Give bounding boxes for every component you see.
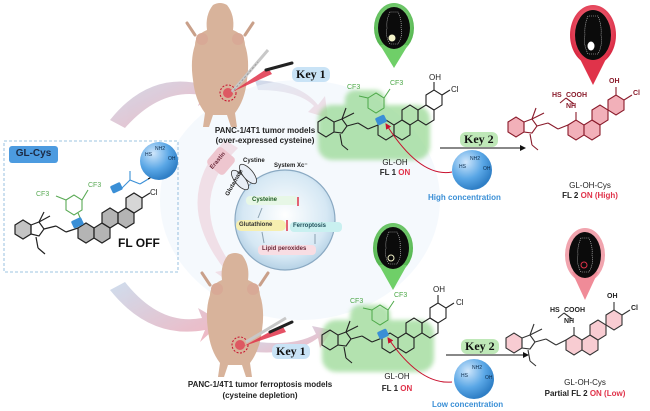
attack-arrow-top: [385, 123, 453, 174]
ferroptosis-label: Ferroptosis: [293, 223, 327, 229]
prod-high-oh: OH: [609, 78, 620, 85]
prod-high-cl: Cl: [633, 90, 640, 97]
pin-marker-red-top: [570, 5, 616, 85]
int-top-cl: Cl: [451, 85, 459, 94]
prod-low-nh: NH: [564, 318, 575, 325]
mouse-top-illustration: [185, 3, 255, 127]
int-top-fl: FL 1 ON: [370, 168, 420, 177]
syringe-bottom: [244, 316, 294, 346]
high-oh: OH: [483, 166, 491, 172]
arrow-probe-to-bottom: [110, 282, 222, 342]
glutathione-label: Glutathione: [239, 222, 273, 228]
prod-high-fl: FL 2 ON (High): [535, 191, 645, 200]
key-2-top-label: Key 2: [460, 132, 498, 147]
mouse-bottom-illustration: [200, 253, 270, 377]
int-bottom-cf3-right: CF3: [394, 292, 408, 299]
int-top-cf3-right: CF3: [390, 80, 404, 87]
probe-cysteine-ball: [140, 142, 178, 180]
lipid-peroxides-label: Lipid peroxides: [262, 246, 307, 252]
intermediate-bottom-molecule: [321, 295, 455, 372]
prod-high-hs: HS: [552, 92, 562, 99]
low-oh: OH: [485, 375, 493, 381]
int-top-fl-state: ON: [398, 168, 411, 177]
prod-high-nh: NH: [566, 103, 577, 110]
prod-low-fl-prefix: Partial FL 2: [544, 389, 588, 398]
probe-cl-label: Cl: [150, 188, 158, 197]
int-bottom-name: GL-OH: [384, 372, 410, 381]
int-bottom-fl-state: ON: [400, 384, 413, 393]
low-nh2: NH2: [472, 365, 483, 371]
key-2-bottom-label: Key 2: [461, 339, 499, 354]
pin-marker-green-bottom: [373, 223, 413, 290]
cysteine-ball-high: [452, 150, 492, 190]
probe-name-badge: [9, 146, 58, 163]
model-top-title: PANC-1/4T1 tumor models: [214, 126, 316, 135]
probe-cf3-left: CF3: [36, 191, 50, 198]
ferroptosis-cell: [207, 147, 342, 271]
probe-oh-label: OH: [168, 156, 176, 162]
probe-nh2-label: NH2: [155, 146, 166, 152]
int-top-fl-prefix: FL 1: [379, 168, 397, 177]
prod-high-name: GL-OH-Cys: [569, 181, 611, 190]
key-1-bottom-label: Key 1: [272, 344, 310, 359]
int-top-name: GL-OH: [382, 158, 408, 167]
pin-marker-red-bottom: [565, 228, 605, 300]
prod-low-hs: HS: [550, 307, 560, 314]
prod-low-oh: OH: [607, 293, 618, 300]
high-nh2: NH2: [470, 156, 481, 162]
int-bottom-cf3-left: CF3: [350, 298, 364, 305]
product-high-molecule: [507, 87, 633, 151]
prod-low-fl: Partial FL 2 ON (Low): [520, 389, 650, 398]
high-concentration-label: High concentration: [428, 193, 501, 202]
attack-arrow-bottom: [387, 337, 453, 383]
prod-high-fl-prefix: FL 2: [562, 191, 579, 200]
probe-cf3-aryl: [55, 189, 89, 223]
prod-low-cl: Cl: [631, 305, 638, 312]
int-bottom-oh: OH: [433, 285, 445, 294]
syringe-top: [230, 49, 294, 93]
prod-high-fl-state: ON (High): [580, 191, 618, 200]
probe-state-label: FL OFF: [118, 236, 160, 250]
int-bottom-fl: FL 1 ON: [372, 384, 422, 393]
probe-molecule: [14, 192, 151, 255]
model-bottom-title: PANC-1/4T1 tumor ferroptosis models: [187, 380, 333, 389]
low-concentration-label: Low concentration: [432, 400, 504, 409]
high-hs: HS: [459, 164, 466, 170]
low-hs: HS: [461, 373, 468, 379]
product-low-molecule: [505, 302, 631, 367]
probe-box: [3, 140, 179, 273]
probe-name-label: GL-Cys: [15, 148, 52, 159]
pin-marker-green-top: [374, 3, 414, 68]
cysteine-ball-low: [454, 359, 494, 399]
probe-hs-label: HS: [145, 152, 152, 158]
prod-low-cooh: COOH: [564, 307, 585, 314]
int-top-cf3-left: CF3: [347, 84, 361, 91]
prod-high-cooh: COOH: [566, 92, 587, 99]
prod-low-name: GL-OH-Cys: [564, 378, 606, 387]
key-1-top-label: Key 1: [292, 67, 330, 82]
probe-cf3-right: CF3: [88, 182, 102, 189]
probe-lock-tags: [71, 182, 123, 229]
transporter-icon: [230, 163, 258, 191]
system-xc-label: System Xc⁻: [274, 163, 308, 169]
int-top-oh: OH: [429, 73, 441, 82]
cystine-label: Cystine: [243, 158, 265, 164]
model-bottom-subtitle: (cysteine depletion): [222, 391, 298, 400]
cysteine-label: Cysteine: [252, 197, 278, 203]
model-top-subtitle: (over-expressed cysteine): [215, 136, 315, 145]
prod-low-fl-state: ON (Low): [589, 389, 626, 398]
int-bottom-cl: Cl: [456, 298, 464, 307]
int-bottom-fl-prefix: FL 1: [381, 384, 399, 393]
